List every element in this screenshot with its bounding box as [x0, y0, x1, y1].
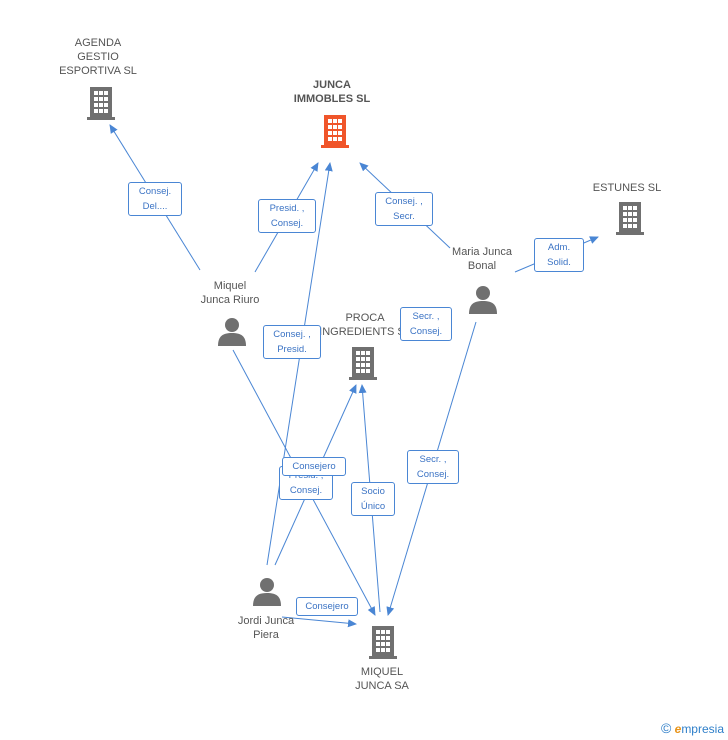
- node-label-junca-immobles[interactable]: JUNCA IMMOBLES SL: [293, 79, 371, 105]
- brand-name: mpresia: [681, 722, 724, 736]
- node-label-maria-bonal[interactable]: Maria Junca Bonal: [452, 246, 512, 272]
- edge-label[interactable]: Presid. , Consej.: [258, 199, 316, 233]
- main-building-icon: [321, 115, 349, 148]
- node-label-miquel-riuro[interactable]: Miquel Junca Riuro: [200, 280, 260, 306]
- building-icon: [369, 626, 397, 659]
- edge-line: [266, 162, 333, 566]
- edge-label[interactable]: Consejero: [296, 597, 358, 616]
- edge-label[interactable]: Secr. , Consej.: [400, 307, 452, 341]
- edge-line: [281, 616, 357, 628]
- node-label-miquel-junca-sa[interactable]: MIQUEL JUNCA SA: [355, 666, 409, 692]
- building-icon: [349, 347, 377, 380]
- brand-e-mark: e: [674, 722, 682, 736]
- person-icon: [469, 286, 497, 314]
- person-icon: [218, 318, 246, 346]
- edge-label[interactable]: Adm. Solid.: [534, 238, 584, 272]
- node-label-estunes[interactable]: ESTUNES SL: [592, 182, 662, 194]
- building-icon: [616, 202, 644, 235]
- copyright-symbol: ©: [660, 720, 672, 736]
- edge-label[interactable]: Consejero: [282, 457, 346, 476]
- edge-label[interactable]: Consej. , Secr.: [375, 192, 433, 226]
- building-icon: [87, 87, 115, 120]
- edge-label[interactable]: Consej. Del....: [128, 182, 182, 216]
- node-label-jordi-piera[interactable]: Jordi Junca Piera: [237, 615, 295, 641]
- edge-label[interactable]: Socio Único: [351, 482, 395, 516]
- empresia-logo: © empresia: [661, 720, 724, 736]
- node-label-agenda[interactable]: AGENDA GESTIO ESPORTIVA SL: [59, 37, 137, 77]
- edge-label[interactable]: Consej. , Presid.: [263, 325, 321, 359]
- edge-label[interactable]: Secr. , Consej.: [407, 450, 459, 484]
- person-icon: [253, 578, 281, 606]
